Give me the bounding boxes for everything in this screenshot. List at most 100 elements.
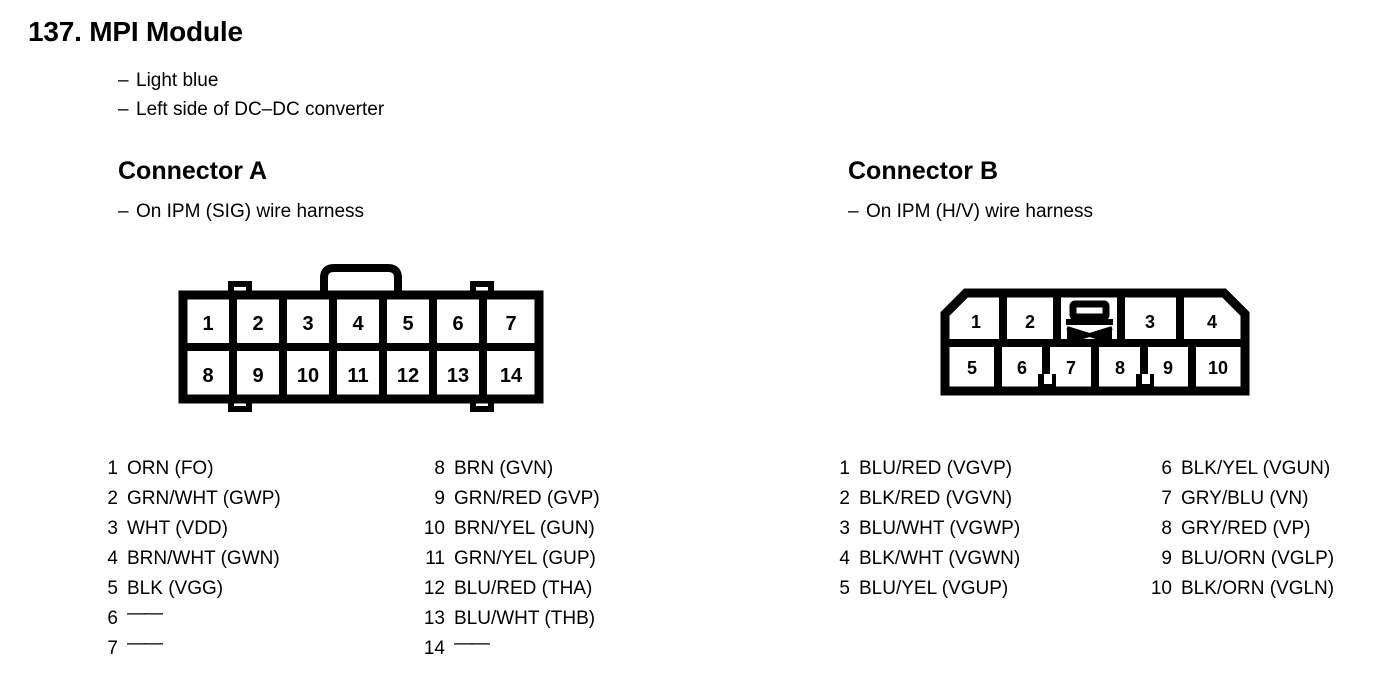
page-title: 137. MPI Module — [28, 16, 243, 47]
pin-number: 8 — [434, 458, 445, 479]
pin-number: 6 — [1161, 458, 1172, 479]
connector-b-pinout-diagram: 1 2 3 4 5 6 7 8 9 10 — [940, 288, 1250, 396]
pin-number: 8 — [202, 365, 213, 387]
pin-label: BLU/WHT (THB) — [454, 608, 596, 629]
pin-number: 6 — [107, 608, 118, 629]
pin-label: BLU/ORN (VGLP) — [1181, 548, 1335, 569]
pin-number: 8 — [1115, 358, 1125, 378]
pin-number: 3 — [107, 518, 118, 539]
pin-row: 9 BLU/ORN (VGLP) — [1142, 548, 1334, 578]
pin-number: 7 — [1161, 488, 1172, 509]
pin-label: BLK/WHT (VGWN) — [859, 548, 1021, 569]
dash-icon: – — [118, 201, 129, 222]
pin-label: GRN/YEL (GUP) — [454, 548, 596, 569]
pin-label: ORN (FO) — [127, 458, 214, 479]
pin-number: 9 — [252, 365, 263, 387]
pin-number: 1 — [202, 313, 213, 335]
pin-number: 11 — [425, 548, 445, 569]
pin-number: 2 — [107, 488, 118, 509]
pin-row: 2 BLK/RED (VGVN) — [820, 488, 1020, 518]
pin-number: 5 — [402, 313, 413, 335]
pin-row: 1 BLU/RED (VGVP) — [820, 458, 1020, 488]
pin-number: 9 — [434, 488, 445, 509]
dash-icon: – — [118, 70, 129, 91]
pin-number: 3 — [1145, 312, 1155, 332]
pin-label: BLK (VGG) — [127, 578, 224, 599]
pin-row: 1 ORN (FO) — [88, 458, 281, 488]
pin-label: —— — [127, 633, 163, 654]
pin-number: 14 — [500, 365, 523, 387]
pin-row: 7 —— — [88, 633, 281, 668]
pin-number: 4 — [352, 313, 364, 335]
pin-number: 6 — [452, 313, 463, 335]
pin-number: 3 — [302, 313, 313, 335]
pin-label: BLU/WHT (VGWP) — [859, 518, 1021, 539]
pin-row: 11 GRN/YEL (GUP) — [415, 548, 600, 578]
pin-number: 7 — [107, 638, 118, 659]
pin-label: BRN/WHT (GWN) — [127, 548, 280, 569]
pin-number: 5 — [107, 578, 118, 599]
pin-label: BLK/YEL (VGUN) — [1181, 458, 1331, 479]
pin-number: 9 — [1163, 358, 1173, 378]
connector-a-pinout-diagram: 1 2 3 4 5 6 7 8 9 10 11 12 13 14 — [176, 262, 546, 422]
pin-row: 5 BLU/YEL (VGUP) — [820, 578, 1020, 608]
pin-label: BRN/YEL (GUN) — [454, 518, 595, 539]
pin-number: 2 — [1025, 312, 1035, 332]
pin-label: BLK/RED (VGVN) — [859, 488, 1013, 509]
pin-number: 11 — [347, 365, 368, 387]
pin-row: 5 BLK (VGG) — [88, 578, 281, 608]
pin-row: 10 BRN/YEL (GUN) — [415, 518, 600, 548]
pin-number: 1 — [839, 458, 850, 479]
pin-number: 1 — [107, 458, 118, 479]
pin-number: 10 — [1208, 358, 1228, 378]
pin-row: 14 —— — [415, 633, 600, 668]
pin-number: 7 — [1066, 358, 1076, 378]
pin-label: BLK/ORN (VGLN) — [1181, 578, 1335, 599]
pin-label: —— — [127, 603, 163, 624]
pin-label: BLU/YEL (VGUP) — [859, 578, 1009, 599]
pin-row: 7 GRY/BLU (VN) — [1142, 488, 1334, 518]
pin-number: 8 — [1161, 518, 1172, 539]
pin-row: 4 BLK/WHT (VGWN) — [820, 548, 1020, 578]
pin-label: BRN (GVN) — [454, 458, 554, 479]
connector-b-note-text: On IPM (H/V) wire harness — [866, 201, 1093, 222]
module-note-text: Light blue — [136, 70, 219, 91]
latch-icon — [1066, 300, 1113, 344]
module-note: –Light blue — [118, 70, 218, 92]
pin-number: 6 — [1017, 358, 1027, 378]
pin-number: 1 — [971, 312, 981, 332]
dash-icon: – — [118, 99, 129, 120]
pin-label: BLU/RED (VGVP) — [859, 458, 1013, 479]
pin-row: 8 BRN (GVN) — [415, 458, 600, 488]
pin-number: 5 — [839, 578, 850, 599]
pin-number: 2 — [839, 488, 850, 509]
pin-row: 12 BLU/RED (THA) — [415, 578, 600, 608]
dash-icon: – — [848, 201, 859, 222]
pin-number: 12 — [423, 578, 445, 599]
pin-number: 5 — [967, 358, 977, 378]
pin-row: 6 —— — [88, 603, 281, 638]
pin-number: 7 — [505, 313, 516, 335]
pin-number: 10 — [423, 518, 445, 539]
pin-label: GRY/BLU (VN) — [1181, 488, 1309, 509]
pin-number: 12 — [397, 365, 419, 387]
module-note: –Left side of DC–DC converter — [118, 99, 384, 121]
pin-number: 9 — [1161, 548, 1172, 569]
pin-number: 14 — [423, 638, 445, 659]
pin-label: —— — [454, 633, 490, 654]
pin-number: 4 — [839, 548, 850, 569]
pin-label: BLU/RED (THA) — [454, 578, 593, 599]
connector-b-title: Connector B — [848, 157, 998, 185]
connector-a-note-text: On IPM (SIG) wire harness — [136, 201, 365, 222]
